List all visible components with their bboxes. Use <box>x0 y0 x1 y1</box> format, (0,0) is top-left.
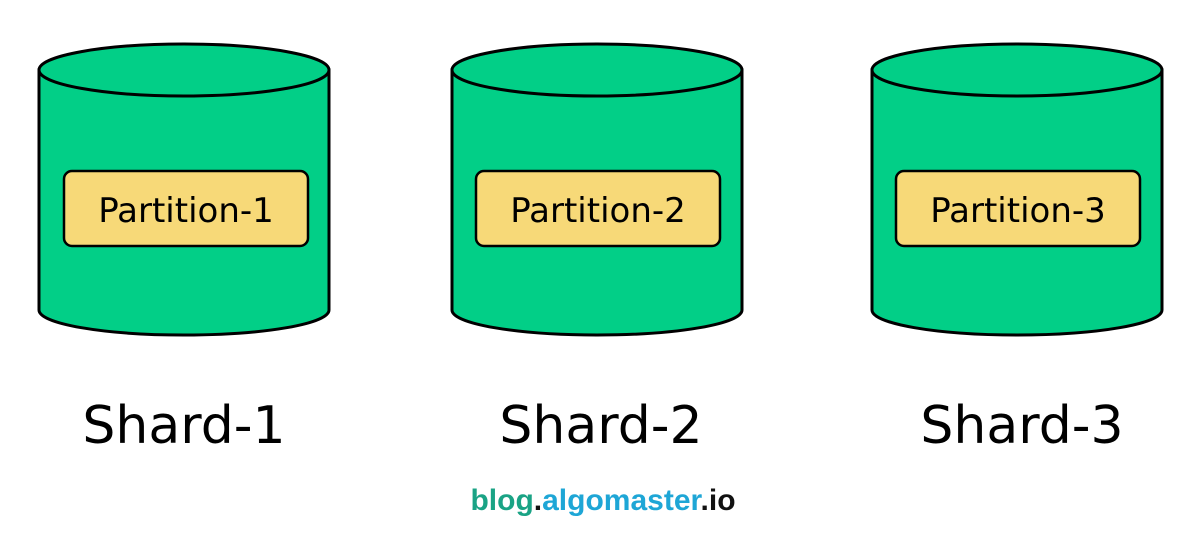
partition-label: Partition-2 <box>510 191 686 231</box>
partition-box <box>894 169 1142 248</box>
partition-box <box>62 169 310 248</box>
partition-label: Partition-3 <box>930 191 1106 231</box>
shard-3: Partition-3 Shard-3 <box>870 42 1164 456</box>
watermark-io: io <box>709 484 736 517</box>
watermark: blog.algomaster.io <box>470 484 735 517</box>
shard-1: Partition-1 Shard-1 <box>37 42 331 456</box>
watermark-dot: . <box>534 484 542 517</box>
partition-box <box>474 169 722 248</box>
watermark-algomaster: algomaster <box>542 484 702 517</box>
shard-label: Shard-1 <box>82 396 285 456</box>
shard-2: Partition-2 Shard-2 <box>450 42 744 456</box>
watermark-blog: blog <box>470 484 533 517</box>
shard-label: Shard-2 <box>499 396 702 456</box>
watermark-dot: . <box>701 484 709 517</box>
partition-label: Partition-1 <box>98 191 274 231</box>
shard-label: Shard-3 <box>920 396 1123 456</box>
